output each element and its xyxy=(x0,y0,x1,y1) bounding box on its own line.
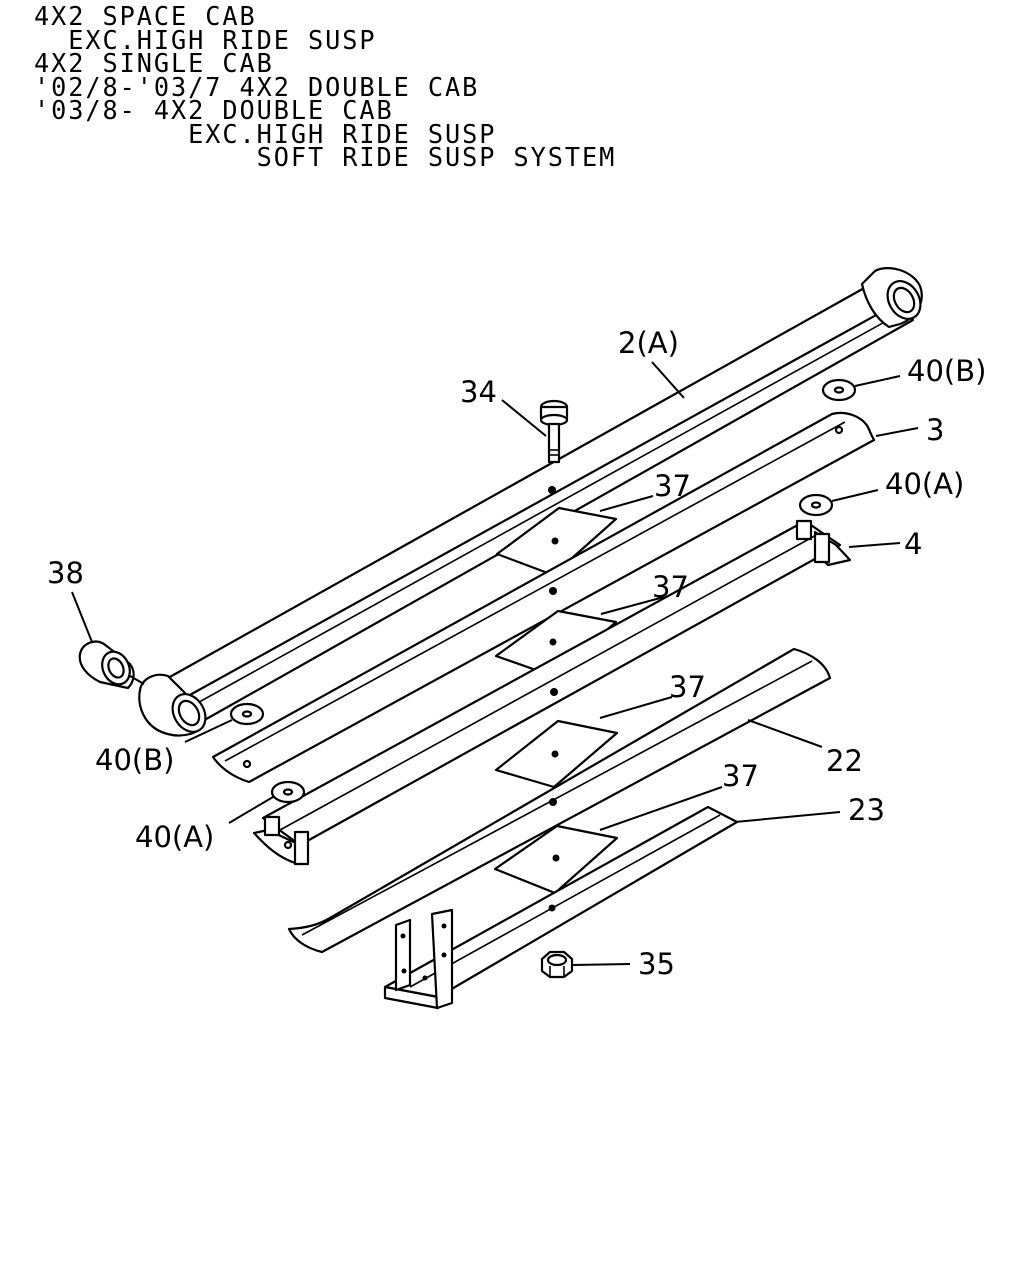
note-line: 4X2 SPACE CAB xyxy=(34,2,257,32)
second-leaf-3 xyxy=(211,411,876,784)
callout-37-second: 37 xyxy=(652,570,689,604)
callout-4: 4 xyxy=(904,527,922,561)
callout-labels: 2(A) 34 40(B) 3 37 40(A) 4 38 37 37 22 4… xyxy=(47,326,986,981)
callout-40b-left: 40(B) xyxy=(95,743,174,777)
nut-35 xyxy=(540,950,574,979)
callout-37-first: 37 xyxy=(654,469,691,503)
third-leaf-4 xyxy=(252,519,852,866)
note-line: SOFT RIDE SUSP SYSTEM xyxy=(34,143,617,173)
washer-40a-top xyxy=(798,493,834,517)
washer-40b-left xyxy=(229,702,265,726)
washer-40a-left xyxy=(270,780,306,804)
note-line: '03/8- 4X2 DOUBLE CAB xyxy=(34,96,394,126)
callout-35: 35 xyxy=(638,947,675,981)
callout-37-third: 37 xyxy=(669,670,706,704)
applicability-notes: 4X2 SPACE CAB EXC.HIGH RIDE SUSP 4X2 SIN… xyxy=(34,4,617,173)
callout-40b-top: 40(B) xyxy=(907,354,986,388)
leader-lines xyxy=(71,361,919,966)
center-bolt-34 xyxy=(539,399,569,464)
callout-34: 34 xyxy=(460,375,497,409)
note-line: EXC.HIGH RIDE SUSP xyxy=(34,119,497,150)
callout-2a: 2(A) xyxy=(618,326,679,360)
note-line: '02/8-'03/7 4X2 DOUBLE CAB xyxy=(34,72,480,103)
callout-22: 22 xyxy=(826,744,863,778)
callout-23: 23 xyxy=(848,793,885,827)
tapered-leaf-22 xyxy=(287,647,832,954)
bushing-38 xyxy=(78,640,135,690)
callout-37-fourth: 37 xyxy=(722,759,759,793)
washer-40b-top xyxy=(821,378,857,402)
callout-40a-left: 40(A) xyxy=(135,820,214,854)
note-line: 4X2 SINGLE CAB xyxy=(34,49,274,79)
note-line: EXC.HIGH RIDE SUSP xyxy=(34,25,377,56)
main-leaf-2a xyxy=(138,267,923,737)
callout-3: 3 xyxy=(926,413,944,447)
callout-38: 38 xyxy=(47,556,84,590)
callout-40a-top: 40(A) xyxy=(885,467,964,501)
